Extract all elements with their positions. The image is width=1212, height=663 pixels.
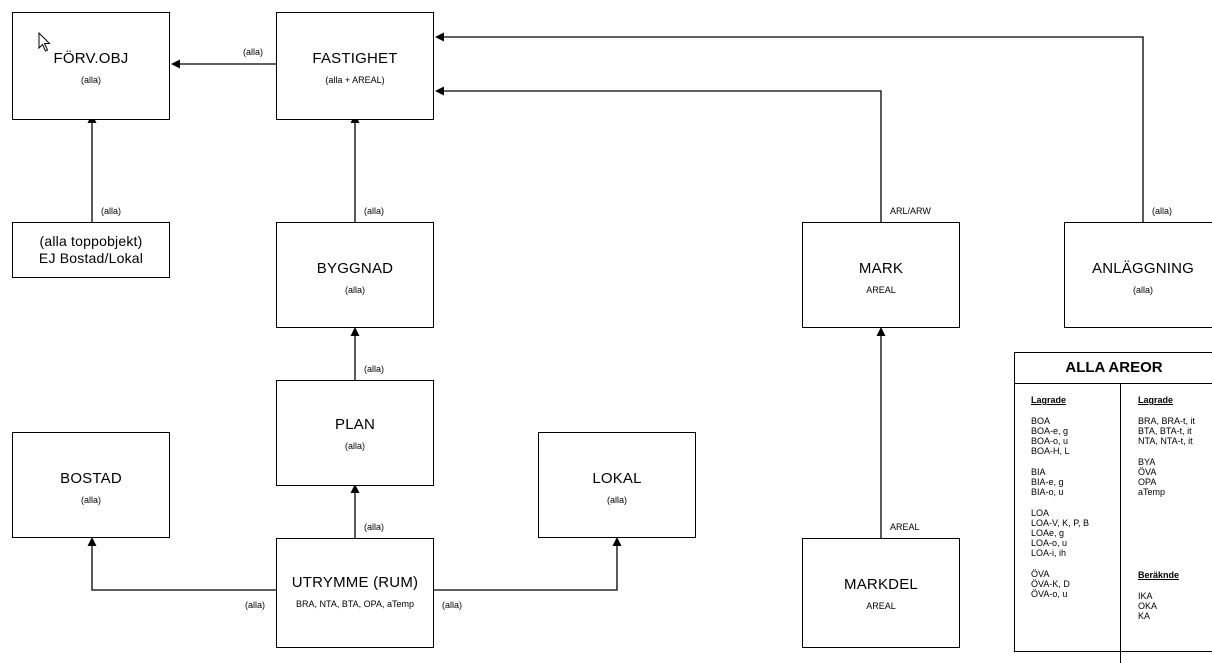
legend-item: ÖVA: [1031, 569, 1050, 579]
utrymme-title: UTRYMME (RUM): [291, 574, 419, 591]
legend-right-column: Lagrade BRA, BRA-t, it BTA, BTA-t, it NT…: [1138, 395, 1195, 621]
legend-item: BOA-o, u: [1031, 436, 1069, 446]
markdel-box[interactable]: MARKDEL AREAL: [802, 538, 960, 648]
arrowhead-mark: [876, 327, 886, 336]
plan-title: PLAN: [335, 416, 375, 433]
legend-item: ÖVA-o, u: [1031, 589, 1068, 599]
edge-mark-fastighet: [442, 90, 882, 222]
legend-item: IKA: [1138, 591, 1153, 601]
legend-left-heading: Lagrade: [1031, 395, 1067, 405]
mark-box[interactable]: MARK AREAL: [802, 222, 960, 328]
arrowhead-forvobj: [171, 59, 180, 69]
edge-label-mark-fastighet: ARL/ARW: [890, 206, 931, 216]
bostad-title: BOSTAD: [60, 470, 122, 487]
markdel-title: MARKDEL: [844, 576, 918, 593]
bostad-box[interactable]: BOSTAD (alla): [12, 432, 170, 538]
plan-box[interactable]: PLAN (alla): [276, 380, 434, 486]
legend-title: ALLA AREOR: [1015, 353, 1212, 384]
utrymme-box[interactable]: UTRYMME (RUM) BRA, NTA, BTA, OPA, aTemp: [276, 538, 434, 648]
edge-utrymme-lokal: [434, 544, 618, 591]
fastighet-box[interactable]: FASTIGHET (alla + AREAL): [276, 12, 434, 120]
edge-anlaggning-fastighet: [442, 36, 1144, 222]
legend-item: aTemp: [1138, 487, 1166, 497]
legend-left-column: Lagrade BOA BOA-e, g BOA-o, u BOA-H, L B…: [1031, 395, 1089, 599]
bostad-subtitle: (alla): [80, 495, 101, 505]
arrowhead-byggnad: [350, 327, 360, 336]
utrymme-subtitle: BRA, NTA, BTA, OPA, aTemp: [295, 599, 415, 609]
edge-label-utrymme-plan: (alla): [364, 522, 385, 532]
edge-label-toppobjekt-forvobj: (alla): [101, 206, 122, 216]
legend-item: ÖVA-K, D: [1031, 579, 1070, 589]
legend-item: BRA, BRA-t, it: [1138, 416, 1196, 426]
mouse-pointer-icon: [38, 32, 51, 52]
byggnad-title: BYGGNAD: [316, 260, 394, 277]
legend-item: LOA-i, ih: [1031, 548, 1067, 558]
lokal-subtitle: (alla): [606, 495, 627, 505]
fastighet-title: FASTIGHET: [312, 50, 398, 67]
edge-label-anlaggning-fastighet: (alla): [1152, 206, 1173, 216]
mark-subtitle: AREAL: [866, 285, 896, 295]
arrowhead-lokal: [612, 537, 622, 546]
lokal-title: LOKAL: [592, 470, 642, 487]
mark-title: MARK: [858, 260, 904, 277]
legend-item: LOAe, g: [1031, 528, 1065, 538]
edge-utrymme-bostad: [91, 544, 276, 591]
edge-label-markdel-mark: AREAL: [890, 522, 920, 532]
legend-item: BIA-o, u: [1031, 487, 1064, 497]
edge-label-byggnad-fastighet: (alla): [364, 206, 385, 216]
plan-subtitle: (alla): [344, 441, 365, 451]
forvobj-subtitle: (alla): [80, 75, 101, 85]
legend-item: LOA-o, u: [1031, 538, 1068, 548]
arrowhead-fastighet-right-upper: [435, 32, 444, 42]
areas-legend-panel: ALLA AREOR Lagrade BOA BOA-e, g BOA-o, u…: [1014, 352, 1212, 663]
legend-item: KA: [1138, 611, 1151, 621]
toppobjekt-line1: (alla toppobjekt): [39, 233, 143, 249]
arrowhead-bostad: [87, 537, 97, 546]
anlaggning-subtitle: (alla): [1132, 285, 1153, 295]
legend-item: LOA-V, K, P, B: [1031, 518, 1090, 528]
lokal-box[interactable]: LOKAL (alla): [538, 432, 696, 538]
forvobj-box[interactable]: FÖRV.OBJ (alla): [12, 12, 170, 120]
fastighet-subtitle: (alla + AREAL): [325, 75, 385, 85]
arrowhead-fastighet-right-lower: [435, 86, 444, 96]
edge-label-fastighet-forvobj: (alla): [243, 47, 264, 57]
toppobjekt-box[interactable]: (alla toppobjekt) EJ Bostad/Lokal: [12, 222, 170, 278]
arrowhead-plan: [350, 484, 360, 493]
anlaggning-box[interactable]: ANLÄGGNING (alla): [1064, 222, 1212, 328]
legend-item: BOA: [1031, 416, 1051, 426]
legend-item: LOA: [1031, 508, 1050, 518]
legend-computed-heading: Beräknde: [1138, 570, 1180, 580]
byggnad-box[interactable]: BYGGNAD (alla): [276, 222, 434, 328]
legend-item: ÖVA: [1138, 467, 1157, 477]
byggnad-subtitle: (alla): [344, 285, 365, 295]
edge-label-utrymme-bostad: (alla): [245, 600, 266, 610]
legend-item: BOA-e, g: [1031, 426, 1069, 436]
legend-item: BTA, BTA-t, it: [1138, 426, 1192, 436]
legend-item: BOA-H, L: [1031, 446, 1070, 456]
legend-right-heading: Lagrade: [1138, 395, 1174, 405]
legend-item: OKA: [1138, 601, 1158, 611]
legend-column-divider: [1120, 383, 1121, 663]
legend-item: BIA: [1031, 467, 1046, 477]
legend-item: BIA-e, g: [1031, 477, 1064, 487]
edge-label-utrymme-lokal: (alla): [442, 600, 463, 610]
legend-item: BYA: [1138, 457, 1156, 467]
edge-label-plan-byggnad: (alla): [364, 364, 385, 374]
markdel-subtitle: AREAL: [866, 601, 896, 611]
legend-item: NTA, NTA-t, it: [1138, 436, 1193, 446]
toppobjekt-line2: EJ Bostad/Lokal: [38, 250, 144, 266]
anlaggning-title: ANLÄGGNING: [1091, 260, 1195, 277]
forvobj-title: FÖRV.OBJ: [53, 50, 129, 67]
legend-item: OPA: [1138, 477, 1157, 487]
